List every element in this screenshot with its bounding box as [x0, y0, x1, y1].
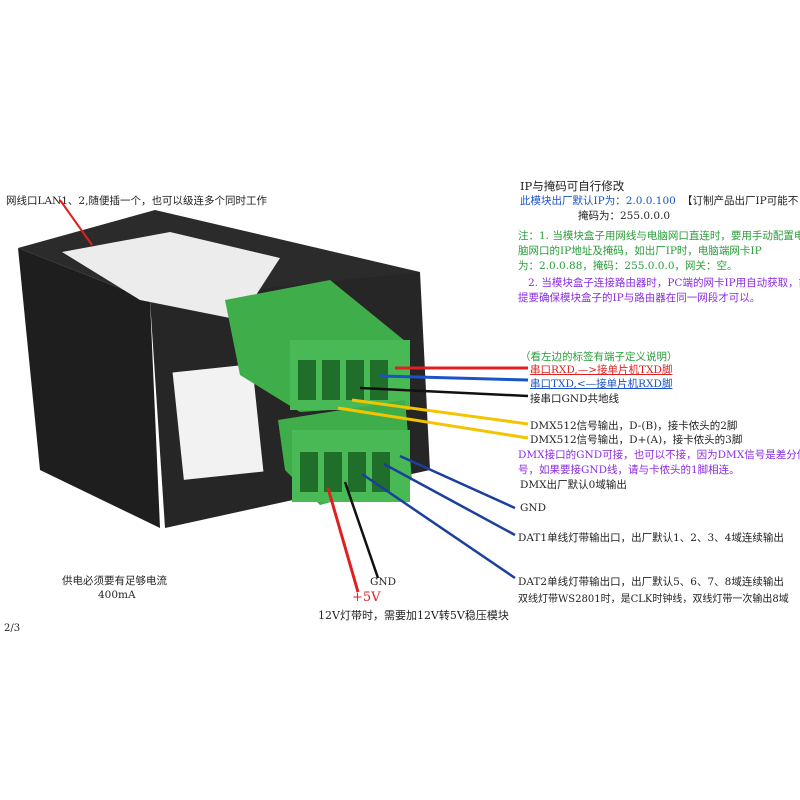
note2-line2: 提要确保模块盒子的IP与路由器在同一网段才可以。 [518, 292, 761, 304]
wire-serial-gnd [359, 386, 529, 398]
dmx-gnd-note-1: DMX接口的GND可接，也可以不接，因为DMX信号是差分信 [518, 449, 800, 461]
gnd-bottom-label: GND [370, 576, 396, 588]
wire-gnd-right [399, 454, 516, 510]
ip-custom-note: 【订制产品出厂IP可能不 [682, 195, 799, 207]
gnd-label: GND [520, 502, 546, 514]
wire-dat1 [383, 462, 516, 537]
wire-plus5v [326, 487, 360, 593]
plus5v-label: +5V [352, 590, 381, 605]
terminal-top-slot-2 [322, 360, 340, 400]
mask-default: 掩码为：255.0.0.0 [578, 210, 671, 222]
device-body [18, 248, 160, 528]
power-note: 供电必须要有足够电流 [62, 575, 167, 587]
terminal-hint: （看左边的标签有端子定义说明） [520, 351, 678, 363]
serial-gnd-label: 接串口GND共地线 [530, 393, 619, 405]
terminal-top-slot-1 [298, 360, 316, 400]
dmx-gnd-note-2: 号，如果要接GND线，请与卡侬头的1脚相连。 [518, 464, 740, 476]
lan-pointer-line [59, 199, 93, 246]
terminal-bottom-slot-1 [300, 452, 318, 492]
terminal-top-slot-3 [346, 360, 364, 400]
dat1-label: DAT1单线灯带输出口，出厂默认1、2、3、4域连续输出 [518, 532, 784, 544]
dual-wire-note: 双线灯带WS2801时，是CLK时钟线，双线灯带一次输出8域 [518, 594, 789, 605]
bottom-note: 12V灯带时，需要加12V转5V稳压模块 [318, 609, 509, 622]
top-label [62, 232, 280, 320]
dat2-label: DAT2单线灯带输出口，出厂默认5、6、7、8域连续输出 [518, 576, 784, 588]
txd-label: 串口TXD,<—接单片机RXD脚 [530, 378, 673, 390]
note2-line1: 2. 当模块盒子连接路由器时，PC端的网卡IP用自动获取，前 [528, 277, 800, 289]
dmx-default: DMX出厂默认0域输出 [520, 479, 627, 491]
side-label [172, 364, 264, 480]
note1-line2: 脑网口的IP地址及掩码，如出厂IP时，电脑端网卡IP [518, 245, 762, 257]
ip-default: 此模块出厂默认IP为：2.0.0.100 [520, 195, 676, 207]
wire-gnd-bottom [343, 481, 380, 579]
dmx-minus-label: DMX512信号输出，D-(B)，接卡侬头的2脚 [530, 420, 738, 432]
page-indicator: 2/3 [4, 623, 21, 634]
note1-line1: 注：1. 当模块盒子用网线与电脑网口直连时，要用手动配置电 [518, 230, 800, 242]
terminal-bottom-slot-2 [324, 452, 342, 492]
terminal-bottom-slot-4 [372, 452, 390, 492]
wire-dmx-plus [337, 406, 529, 440]
note1-line3: 为：2.0.0.88，掩码：255.0.0.0，网关：空。 [518, 260, 738, 272]
wire-txd [379, 374, 529, 382]
ip-title: IP与掩码可自行修改 [520, 179, 625, 193]
terminal-top-slot-4 [370, 360, 388, 400]
lan-note: 网线口LAN1、2,随便插一个，也可以级连多个同时工作 [6, 195, 267, 207]
terminal-bottom-slot-3 [348, 452, 366, 492]
wire-dmx-minus [351, 398, 529, 426]
power-current: 400mA [98, 589, 136, 601]
rxd-label: 串口RXD,—>接单片机TXD脚 [530, 364, 673, 376]
wire-dat2 [361, 472, 516, 580]
dmx-plus-label: DMX512信号输出，D+(A)，接卡侬头的3脚 [530, 434, 743, 446]
